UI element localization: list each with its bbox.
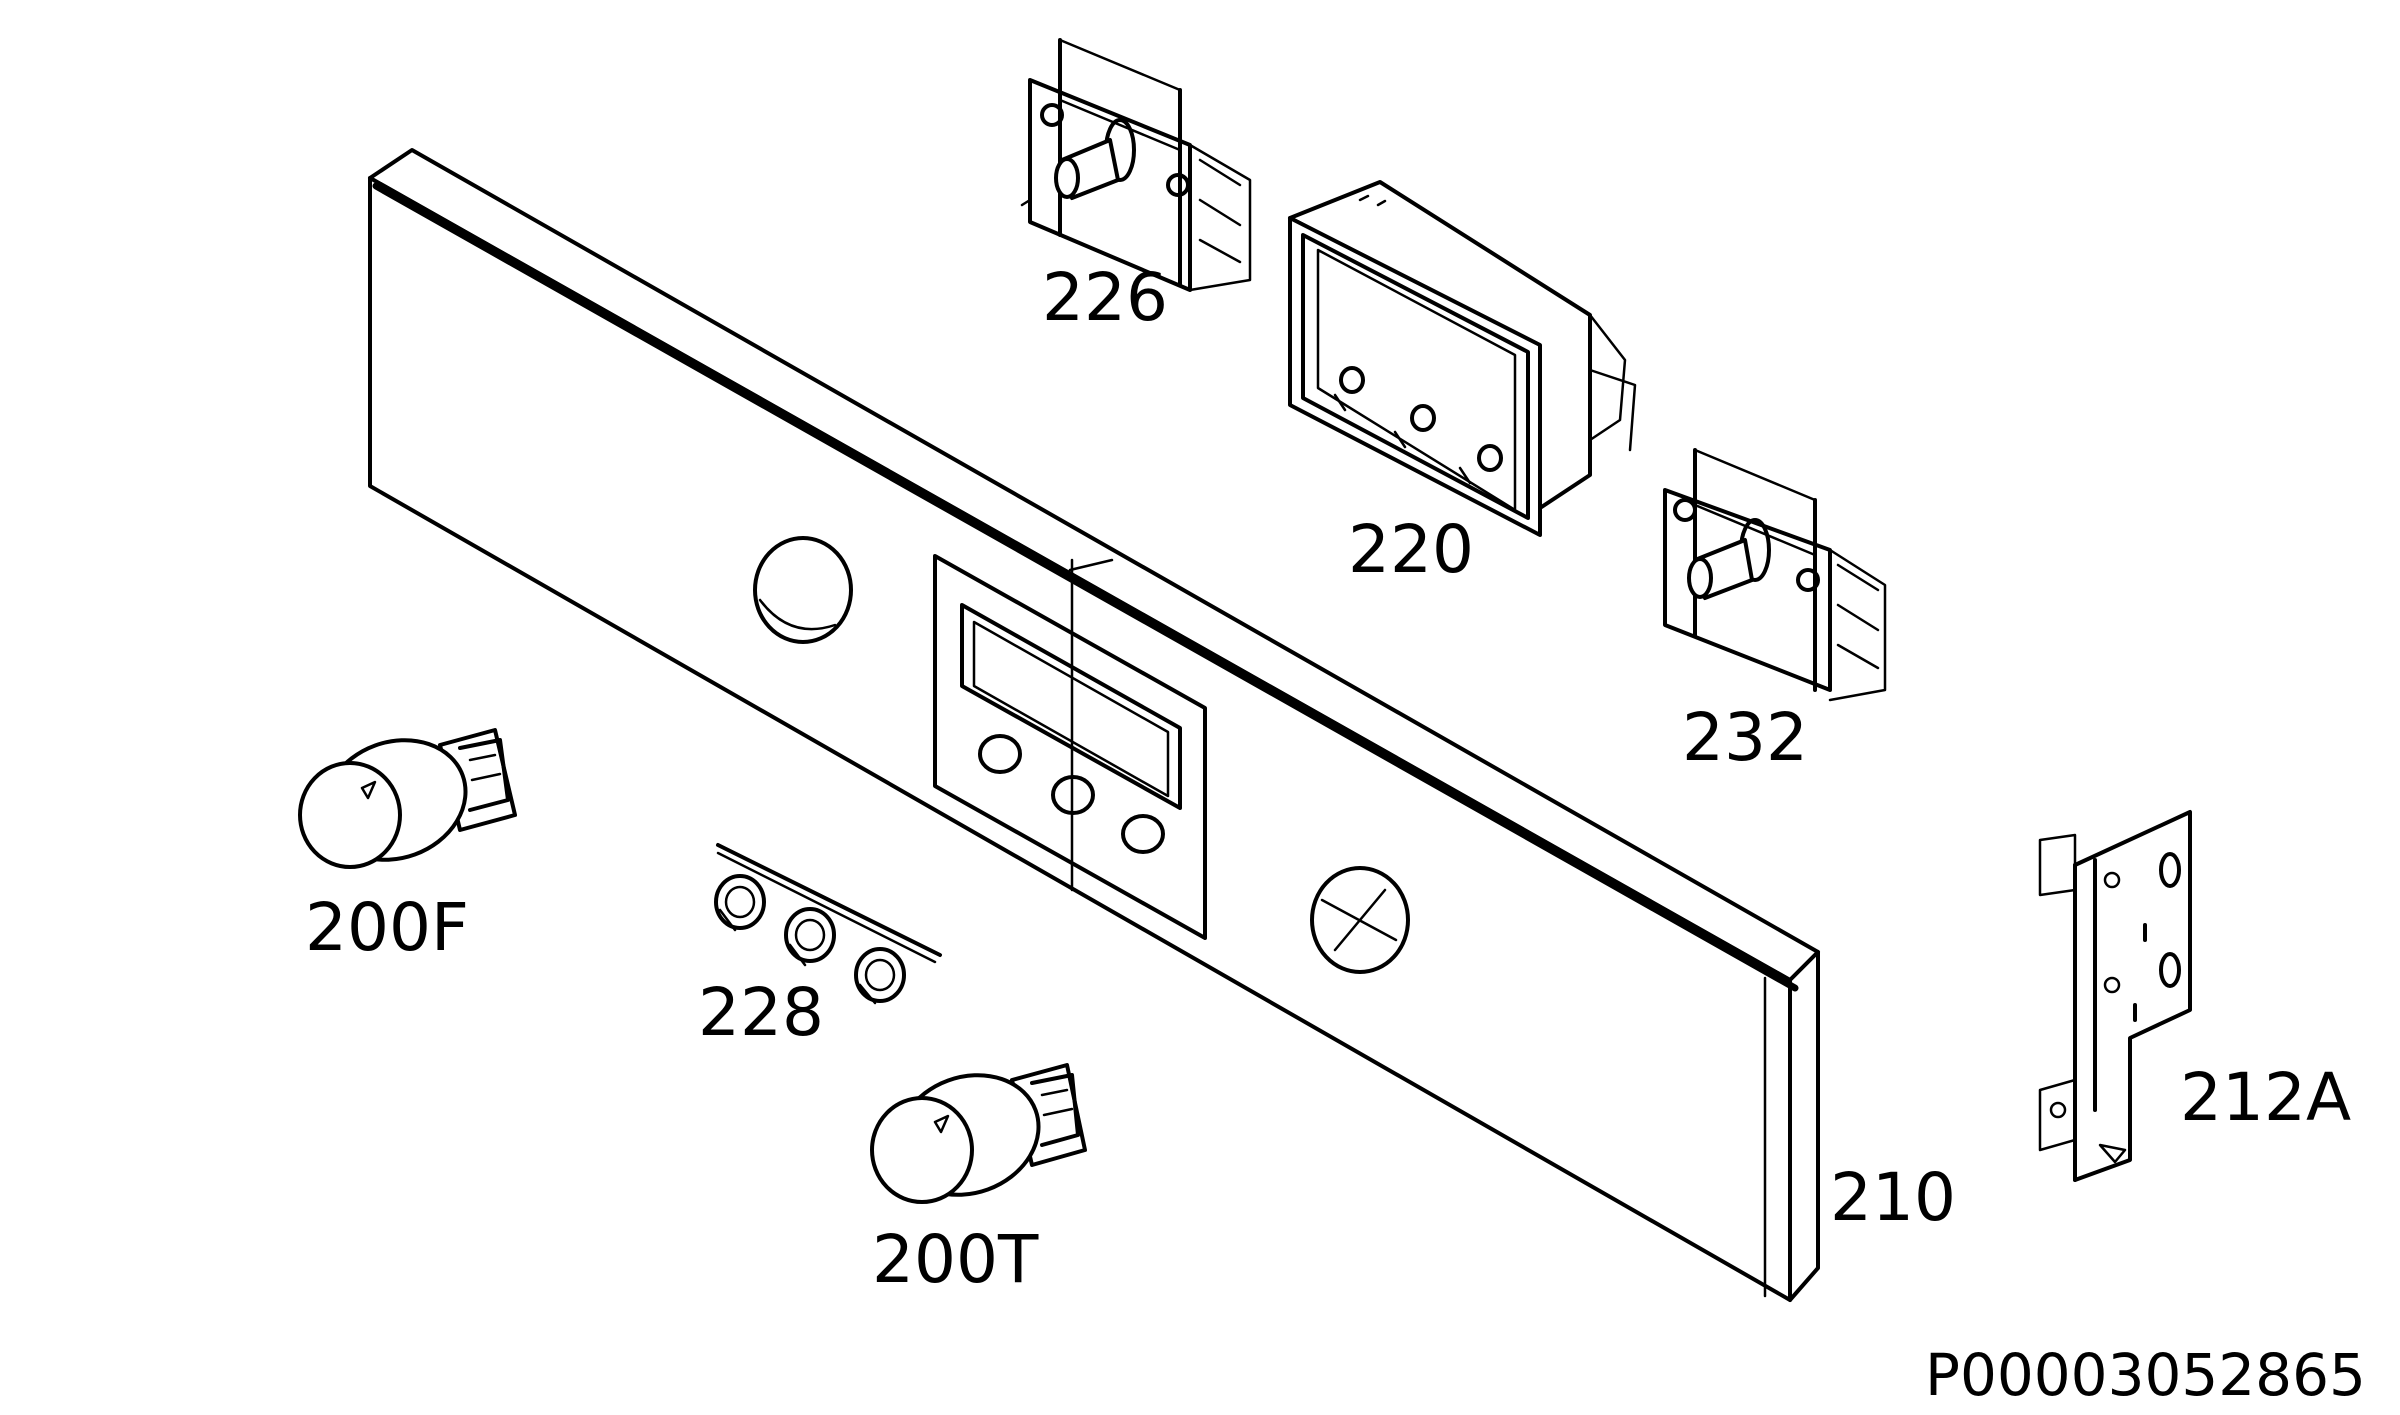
- label-232: 232: [1682, 699, 1808, 776]
- display-housing-220[interactable]: [1288, 180, 1637, 537]
- document-id: P00003052865: [1925, 1341, 2366, 1409]
- label-212A: 212A: [2180, 1059, 2351, 1136]
- switch-module-232[interactable]: [1663, 448, 1887, 702]
- label-200T: 200T: [872, 1221, 1039, 1298]
- label-226: 226: [1042, 259, 1168, 336]
- control-panel-210[interactable]: [368, 148, 1820, 1302]
- knob-200F[interactable]: [298, 721, 517, 879]
- knob-200T[interactable]: [870, 1056, 1087, 1214]
- label-228: 228: [698, 974, 824, 1051]
- button-assembly-228[interactable]: [714, 843, 942, 1005]
- label-210: 210: [1830, 1159, 1956, 1236]
- label-220: 220: [1348, 511, 1474, 588]
- switch-module-226[interactable]: [1020, 38, 1252, 292]
- label-200F: 200F: [305, 889, 469, 966]
- bracket-212A[interactable]: [2038, 810, 2192, 1182]
